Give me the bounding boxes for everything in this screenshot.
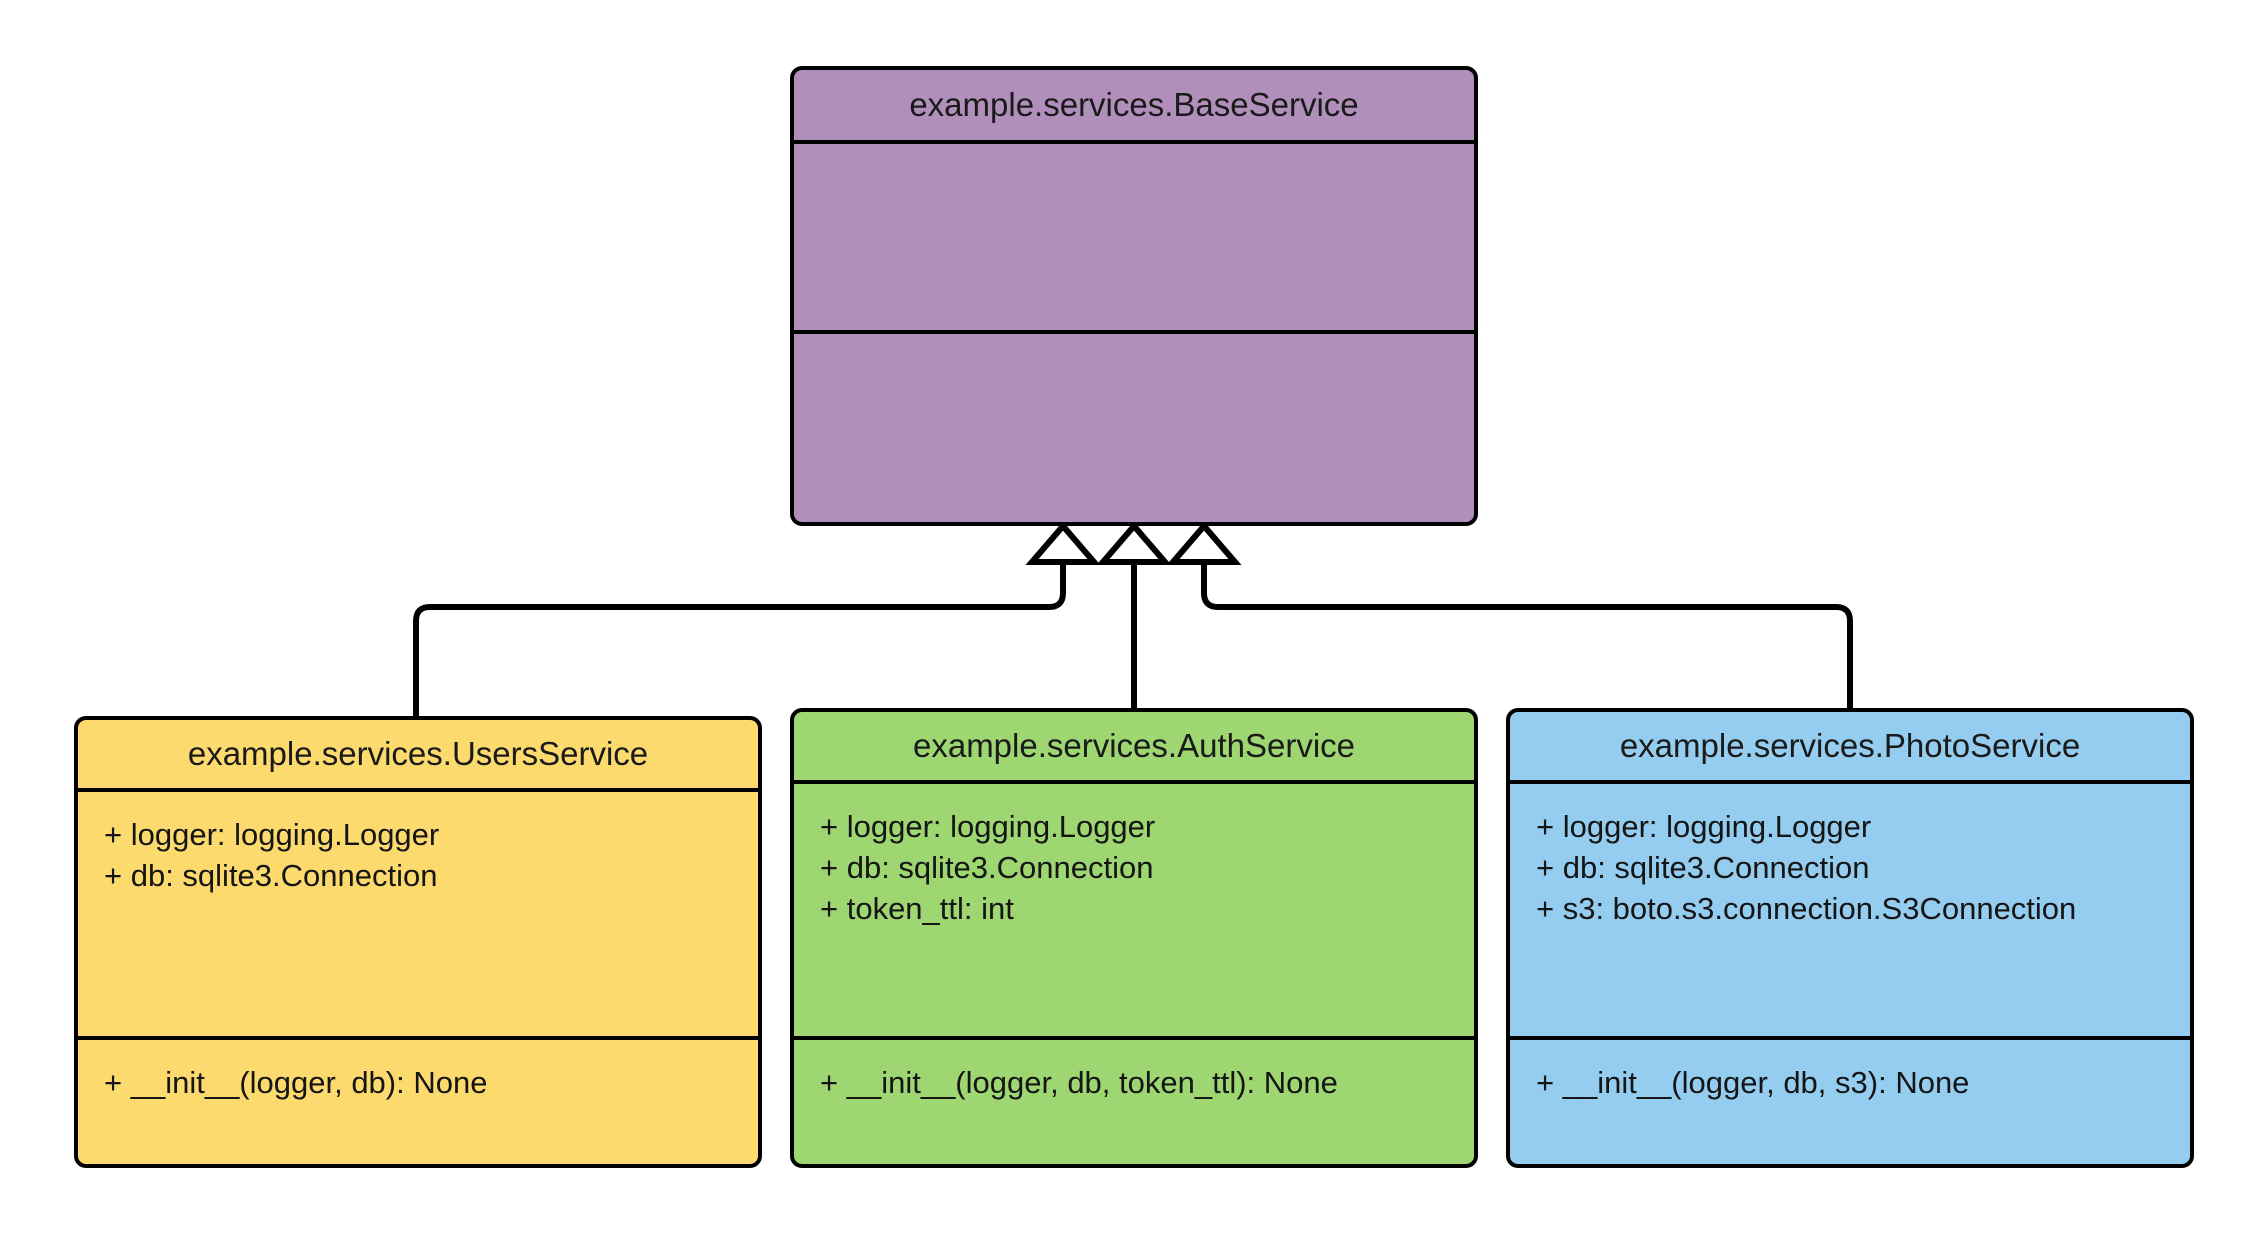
class-node-users-service[interactable]: example.services.UsersService + logger: … (74, 716, 762, 1168)
inheritance-arrowhead-auth (1096, 521, 1172, 565)
class-attribute: + db: sqlite3.Connection (820, 850, 1154, 886)
class-method: + __init__(logger, db): None (104, 1065, 488, 1100)
class-methods-auth-service: + __init__(logger, db, token_ttl): None (794, 1040, 1474, 1113)
class-node-auth-service[interactable]: example.services.AuthService + logger: l… (790, 708, 1478, 1168)
class-title-users-service: example.services.UsersService (78, 720, 758, 792)
class-title-base-service: example.services.BaseService (794, 70, 1474, 144)
class-attributes-auth-service: + logger: logging.Logger + db: sqlite3.C… (794, 784, 1474, 1040)
class-attributes-users-service: + logger: logging.Logger + db: sqlite3.C… (78, 792, 758, 1040)
class-node-base-service[interactable]: example.services.BaseService (790, 66, 1478, 526)
class-methods-base-service (794, 334, 1474, 522)
class-attributes-base-service (794, 144, 1474, 334)
class-node-photo-service[interactable]: example.services.PhotoService + logger: … (1506, 708, 2194, 1168)
class-method: + __init__(logger, db, token_ttl): None (820, 1065, 1338, 1100)
class-methods-photo-service: + __init__(logger, db, s3): None (1510, 1040, 2190, 1113)
class-attribute: + db: sqlite3.Connection (104, 858, 438, 894)
inheritance-arrowhead-users (1025, 521, 1101, 565)
class-attribute: + s3: boto.s3.connection.S3Connection (1536, 891, 2077, 927)
class-attribute: + db: sqlite3.Connection (1536, 850, 1870, 886)
class-methods-users-service: + __init__(logger, db): None (78, 1040, 758, 1113)
class-attribute: + token_ttl: int (820, 891, 1014, 927)
class-attribute: + logger: logging.Logger (820, 809, 1156, 844)
class-title-auth-service: example.services.AuthService (794, 712, 1474, 784)
edge-photo-to-base (1201, 561, 1853, 708)
inheritance-arrowhead-photo (1166, 521, 1242, 565)
edge-users-to-base (413, 561, 1066, 716)
class-title-photo-service: example.services.PhotoService (1510, 712, 2190, 784)
class-attribute: + logger: logging.Logger (1536, 809, 1872, 844)
class-attributes-photo-service: + logger: logging.Logger + db: sqlite3.C… (1510, 784, 2190, 1040)
class-method: + __init__(logger, db, s3): None (1536, 1065, 1970, 1100)
class-attribute: + logger: logging.Logger (104, 817, 440, 852)
